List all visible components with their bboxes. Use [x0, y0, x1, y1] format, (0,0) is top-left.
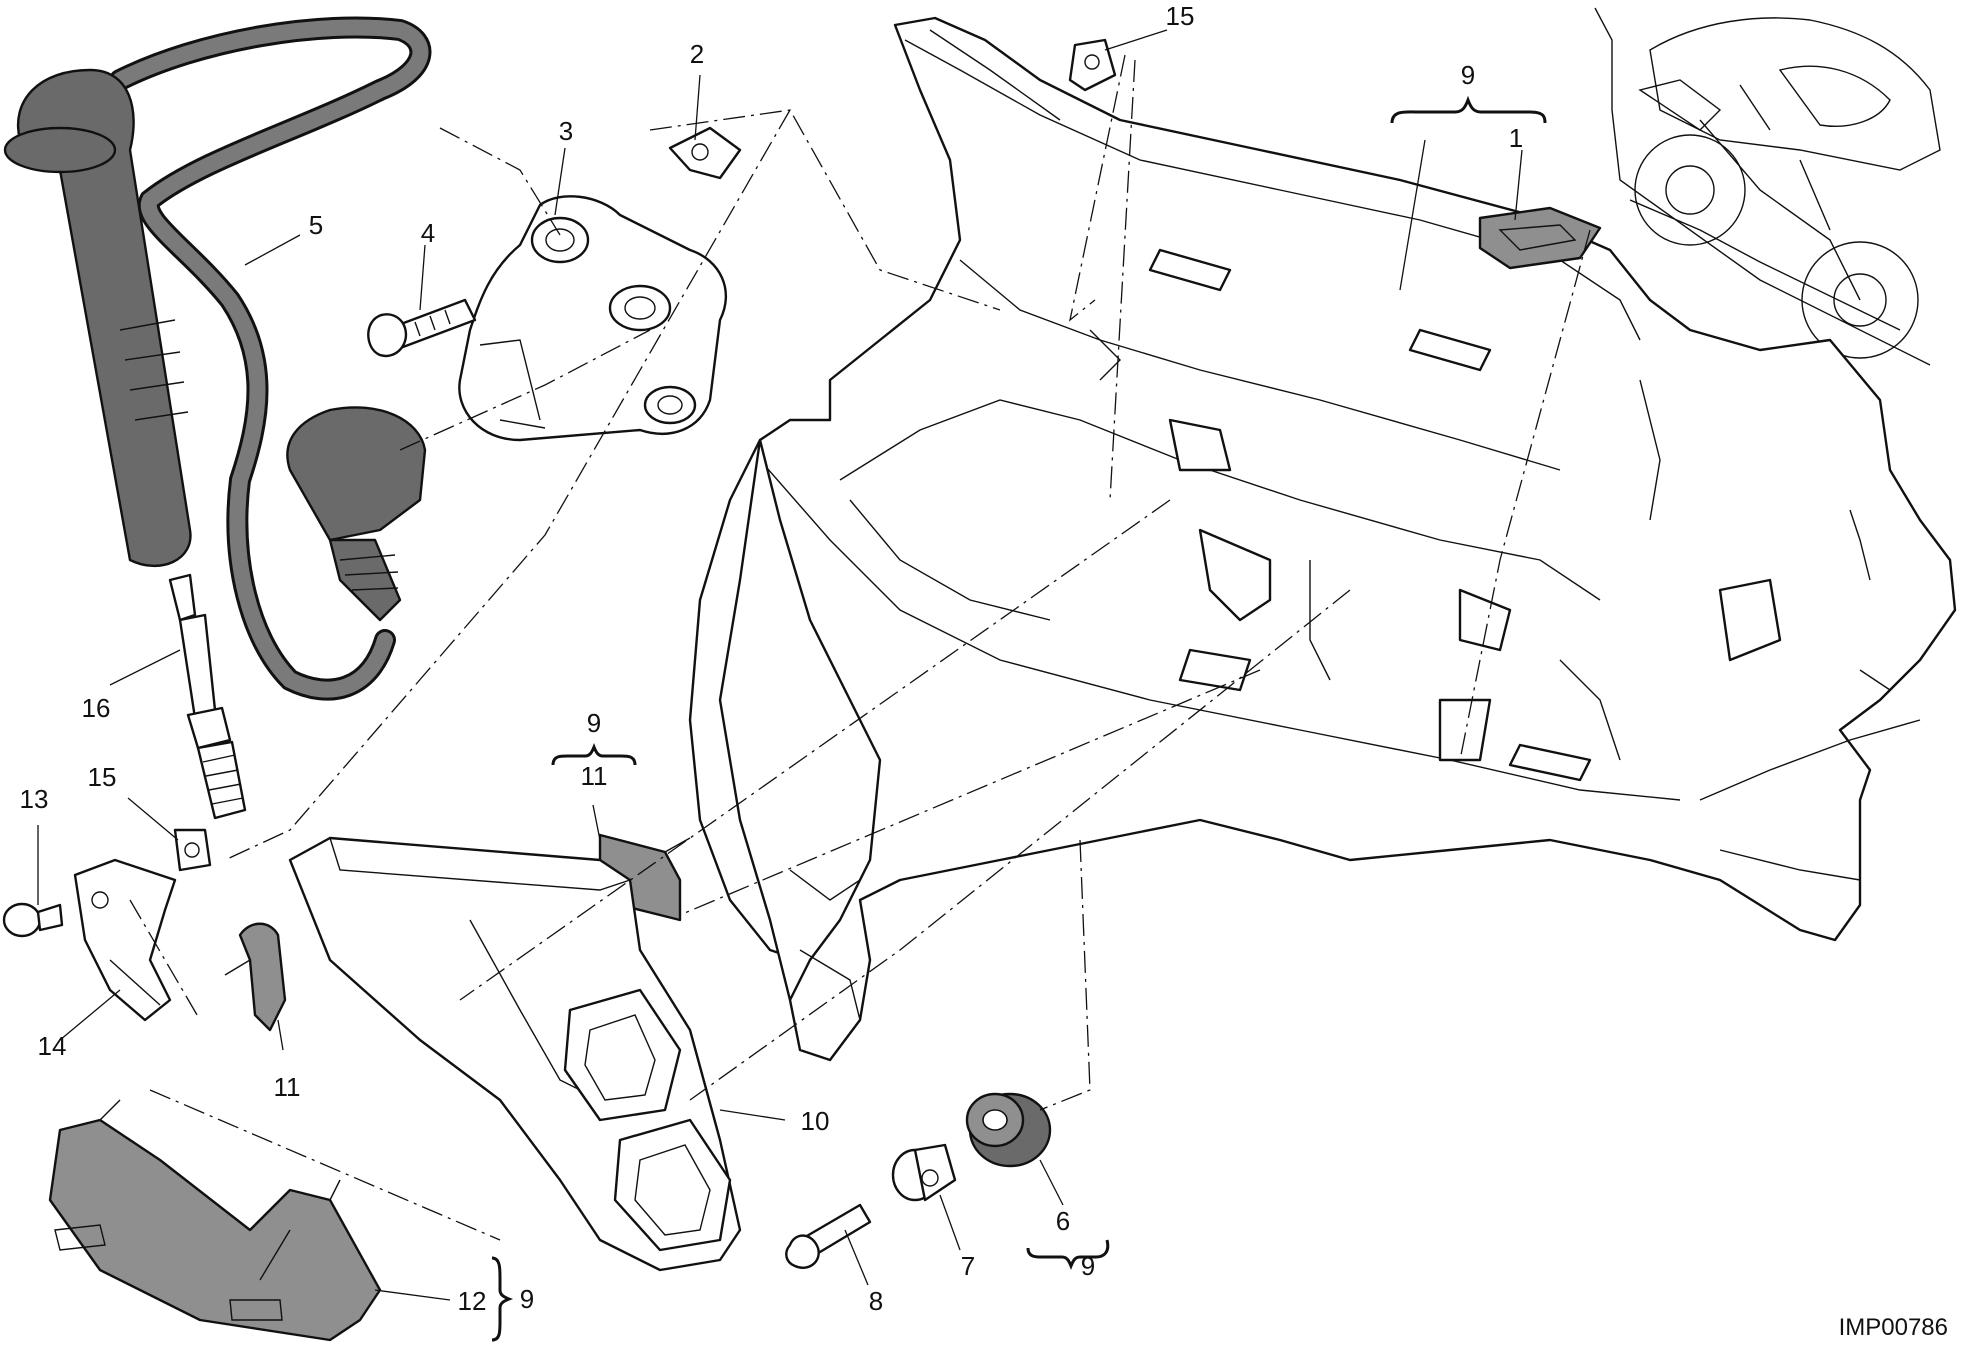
part-16-spark-plug	[168, 573, 247, 820]
motorcycle-inset	[1594, 7, 1941, 366]
part-15-clip-top	[1068, 38, 1117, 92]
brace-groups	[491, 95, 1547, 1342]
callout-9-top: 9	[1461, 60, 1475, 90]
callout-3: 3	[559, 116, 573, 146]
inner-fairing-body	[688, 16, 1957, 1062]
callout-11-left: 11	[274, 1072, 301, 1102]
part-2-clip	[668, 126, 742, 180]
callout-9-right: 9	[520, 1284, 534, 1314]
part-5-ht-cable	[109, 16, 432, 701]
callout-labels: 1 2 3 4 5 6 7 8 9 9 9 9 10 11 11 12 13 1…	[20, 1, 1524, 1316]
callout-15-top: 15	[1166, 1, 1195, 31]
part-15-clip-left	[173, 828, 212, 872]
part-10-air-duct	[288, 836, 742, 1272]
part-13-screw	[2, 902, 64, 938]
callout-4: 4	[421, 218, 435, 248]
part-12-tray	[48, 1099, 382, 1342]
callout-14: 14	[38, 1031, 67, 1061]
part-11-plug-left	[224, 922, 287, 1032]
callout-16: 16	[82, 693, 111, 723]
part-3-ignition-coil	[458, 195, 728, 442]
callout-11-mid: 11	[581, 761, 608, 791]
part-7-spacer	[891, 1143, 957, 1202]
part-8-bolt	[785, 1203, 872, 1269]
callout-7: 7	[961, 1251, 975, 1281]
leader-lines	[37, 29, 1523, 1301]
callout-5: 5	[309, 210, 323, 240]
part-14-bracket	[73, 858, 177, 1022]
part-4-bolt	[367, 298, 477, 358]
callout-13: 13	[20, 784, 49, 814]
callout-15-left: 15	[88, 762, 117, 792]
callout-9-mid: 9	[587, 708, 601, 738]
callout-8: 8	[869, 1286, 883, 1316]
callout-1: 1	[1509, 123, 1523, 153]
callout-2: 2	[690, 39, 704, 69]
cable-cap	[286, 406, 427, 622]
callout-9-bottom: 9	[1081, 1251, 1095, 1281]
part-1-rubber-pad	[1478, 206, 1602, 270]
assembly-lines	[129, 54, 1591, 1241]
callout-12: 12	[458, 1286, 487, 1316]
diagram-reference-code: IMP00786	[1839, 1314, 1948, 1341]
spark-plug-boot	[3, 68, 192, 568]
callout-10: 10	[801, 1106, 830, 1136]
part-6-grommet	[965, 1092, 1052, 1168]
callout-6: 6	[1056, 1206, 1070, 1236]
